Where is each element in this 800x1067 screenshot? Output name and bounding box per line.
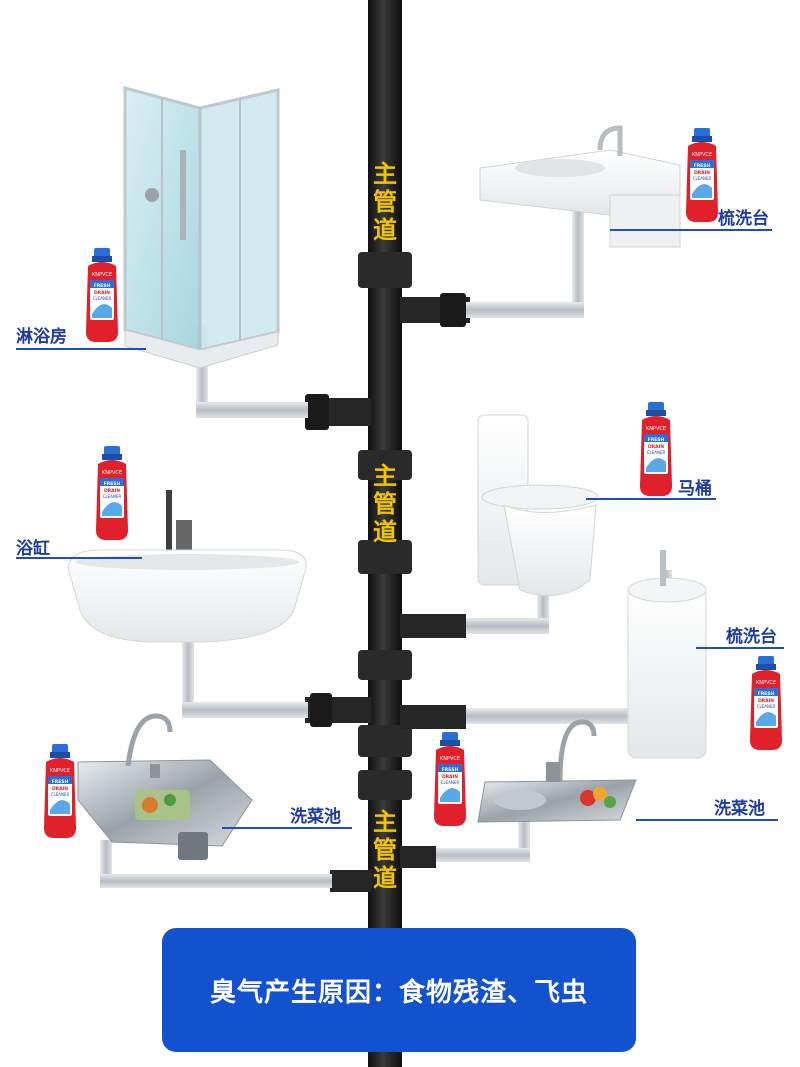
svg-text:FRESH: FRESH [442, 767, 459, 773]
cause-banner: 臭气产生原因：食物残渣、飞虫 [162, 928, 636, 1052]
underline [222, 827, 352, 829]
svg-text:DRAIN: DRAIN [94, 290, 110, 296]
main-pipe-label: 主管道 [373, 808, 397, 892]
toilet [477, 414, 599, 597]
svg-text:DRAIN: DRAIN [442, 774, 458, 780]
svg-text:CLEANER: CLEANER [693, 176, 712, 181]
svg-text:CLEANER: CLEANER [51, 792, 70, 797]
svg-text:FRESH: FRESH [758, 691, 775, 697]
svg-text:KNPVCE: KNPVCE [102, 470, 122, 476]
label-toilet: 马桶 [678, 479, 712, 499]
svg-text:DRAIN: DRAIN [758, 698, 774, 704]
svg-text:DRAIN: DRAIN [694, 170, 710, 176]
svg-text:CLEANER: CLEANER [93, 296, 112, 301]
svg-text:KNPVCE: KNPVCE [692, 152, 712, 158]
svg-text:FRESH: FRESH [104, 481, 121, 487]
svg-text:CLEANER: CLEANER [757, 704, 776, 709]
svg-text:FRESH: FRESH [694, 163, 711, 169]
label-bathtub: 浴缸 [16, 539, 50, 559]
underline [16, 557, 142, 559]
svg-text:CLEANER: CLEANER [647, 450, 666, 455]
main-pipe [358, 0, 412, 1067]
svg-text:KNPVCE: KNPVCE [92, 272, 112, 278]
washbasin-top [479, 125, 681, 248]
label-washbasin-pedestal: 梳洗台 [726, 627, 777, 647]
pedestal-basin [627, 550, 707, 759]
svg-text:KNPVCE: KNPVCE [646, 426, 666, 432]
svg-text:KNPVCE: KNPVCE [50, 768, 70, 774]
label-shower: 淋浴房 [16, 327, 67, 347]
svg-text:CLEANER: CLEANER [441, 780, 460, 785]
black-branch-stubs [305, 293, 470, 892]
underline [610, 229, 772, 231]
underline [586, 498, 716, 500]
svg-text:FRESH: FRESH [648, 437, 665, 443]
svg-text:CLEANER: CLEANER [103, 494, 122, 499]
main-pipe-label: 主管道 [373, 462, 397, 546]
svg-text:DRAIN: DRAIN [52, 786, 68, 792]
svg-text:DRAIN: DRAIN [648, 444, 664, 450]
main-pipe-label: 主管道 [373, 160, 397, 244]
shower-enclosure [123, 86, 280, 369]
svg-text:DRAIN: DRAIN [104, 488, 120, 494]
label-sink-left: 洗菜池 [290, 807, 341, 827]
svg-text:FRESH: FRESH [52, 779, 69, 785]
svg-text:KNPVCE: KNPVCE [756, 680, 776, 686]
drain-cleaner-bottles: KNPVCEFRESHDRAINCLEANERKNPVCEFRESHDRAINC… [44, 128, 782, 838]
label-washbasin-top: 梳洗台 [718, 209, 769, 229]
svg-text:KNPVCE: KNPVCE [440, 756, 460, 762]
underline [636, 819, 778, 821]
label-sink-right: 洗菜池 [714, 799, 765, 819]
kitchen-sink-right [477, 719, 637, 823]
underline [16, 348, 146, 350]
underline [696, 647, 784, 649]
svg-text:FRESH: FRESH [94, 283, 111, 289]
banner-text: 臭气产生原因：食物残渣、飞虫 [209, 977, 588, 1008]
kitchen-sink-left [77, 713, 253, 860]
